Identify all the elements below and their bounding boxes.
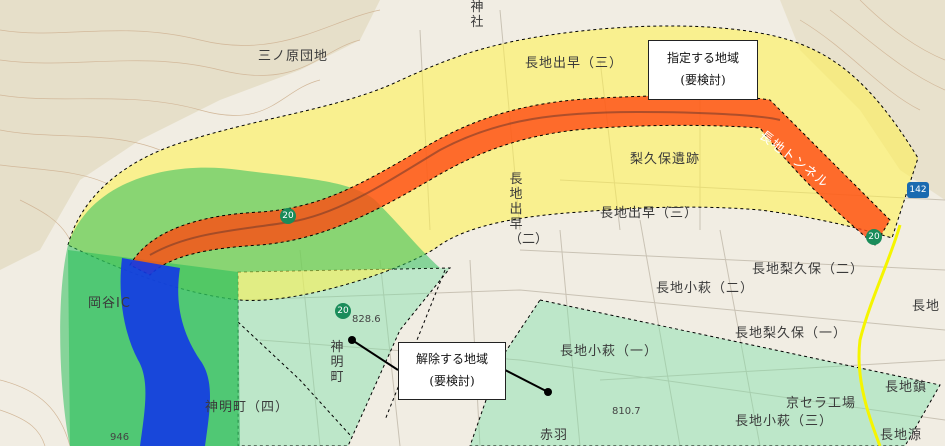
- label-karikubo-iseki: 梨久保遺跡: [630, 152, 701, 167]
- ic-interchange-blue: [120, 258, 210, 446]
- label-nagachi-kohagi-2: 長地小萩（二）: [656, 281, 755, 296]
- highway-20: [149, 110, 781, 256]
- label-nagachi-idehaya-3-mid: 長地出早（三）: [600, 206, 699, 221]
- released-boundary-line: [237, 321, 351, 436]
- designated-callout-sub: (要検討): [680, 73, 726, 87]
- hill-terrain: [0, 0, 380, 270]
- route-142-line: [857, 224, 902, 446]
- route-20-badge-1: 20: [280, 208, 296, 224]
- elevation-1: 828.6: [352, 314, 381, 325]
- route-20-badge-2: 20: [335, 303, 351, 319]
- label-nagachi-chin: 長地鎮: [885, 380, 928, 395]
- designated-callout-title: 指定する地域: [666, 51, 739, 65]
- label-okaya-ic: 岡谷IC: [88, 296, 131, 311]
- label-akaha: 赤羽: [540, 428, 569, 443]
- label-nagachi-karikubo-1: 長地梨久保（一）: [735, 326, 848, 341]
- label-nagachi-karikubo-2: 長地梨久保（二）: [752, 262, 865, 277]
- label-shrine: 神社: [470, 0, 484, 30]
- label-nagachi-minamoto: 長地源: [880, 428, 923, 443]
- label-nagachi-kohagi-3: 長地小萩（三）: [735, 414, 834, 429]
- label-kyocera: 京セラ工場: [786, 396, 857, 411]
- released-pointer-west: [351, 339, 399, 371]
- label-shinmei-cho-4: 神明町（四）: [205, 400, 290, 415]
- designated-area-callout: 指定する地域 (要検討): [648, 40, 758, 100]
- label-nagachi-idehaya-3-top: 長地出早（三）: [525, 56, 624, 71]
- released-callout-sub: (要検討): [429, 374, 475, 388]
- released-area-callout: 解除する地域 (要検討): [398, 342, 506, 400]
- released-area-east: [469, 299, 941, 446]
- elevation-2: 810.7: [612, 406, 641, 417]
- route-142-badge: 142: [907, 182, 929, 198]
- elevation-3: 946: [110, 432, 130, 443]
- label-sannohara: 三ノ原団地: [258, 49, 329, 64]
- label-nagachi-kohagi-1: 長地小萩（一）: [560, 344, 659, 359]
- released-callout-title: 解除する地域: [415, 352, 488, 366]
- label-nagachi-idehaya-2: 長地出早（二）: [509, 172, 548, 247]
- route-20-badge-3: 20: [866, 229, 882, 245]
- released-pointer-dot-west: [348, 336, 356, 344]
- tunnel-corridor: [129, 95, 891, 276]
- label-nagachi-right: 長地: [912, 299, 941, 314]
- released-area-west: [237, 267, 452, 446]
- label-shinmei-cho: 神明町: [330, 340, 344, 385]
- released-pointer-dot-east: [544, 388, 552, 396]
- released-pointer-east: [504, 369, 549, 393]
